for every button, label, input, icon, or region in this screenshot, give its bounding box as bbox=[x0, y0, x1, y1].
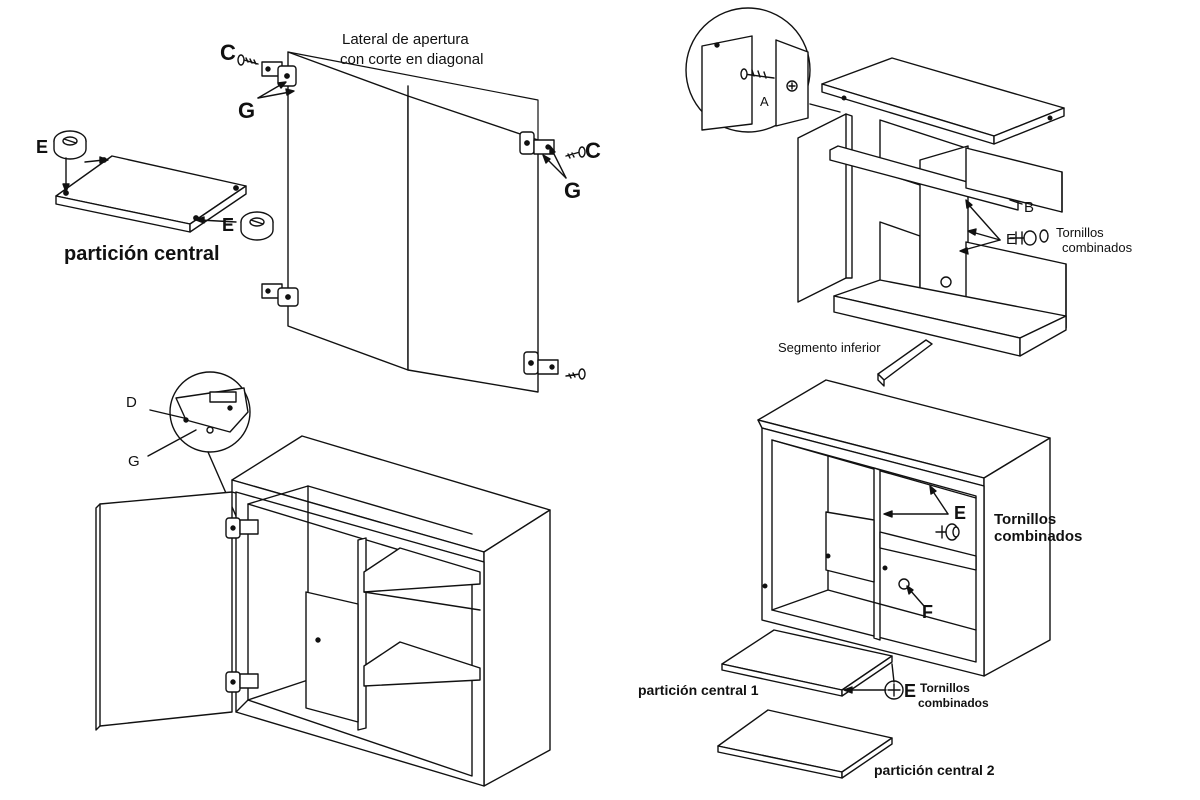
hinge-bottom-left bbox=[261, 283, 299, 307]
label-c-right: C bbox=[585, 138, 601, 163]
cam-lock-fitting-right bbox=[240, 211, 274, 241]
combo-screw-top-right bbox=[1009, 229, 1049, 246]
label-c-top: C bbox=[220, 40, 236, 65]
combo-screw-shelf bbox=[884, 680, 904, 700]
label-e-shelf: E bbox=[904, 681, 917, 701]
label-a: A bbox=[760, 94, 769, 109]
tornillos-combinados-1-line1: Tornillos bbox=[1056, 225, 1104, 240]
screw-bottom-right bbox=[565, 368, 586, 380]
particion-central-2-label: partición central 2 bbox=[874, 762, 995, 778]
tornillos-combinados-2-line1: Tornillos bbox=[994, 511, 1057, 528]
hinge-bottom-right bbox=[523, 351, 559, 375]
particion-central-2-panel bbox=[717, 709, 893, 779]
detail-circle-a bbox=[685, 7, 811, 133]
lateral-apertura-line2: con corte en diagonal bbox=[340, 51, 484, 68]
door-left bbox=[287, 51, 409, 371]
label-g-right: G bbox=[564, 178, 582, 203]
label-e-cabinet: E bbox=[954, 503, 967, 523]
label-e-panel: E bbox=[1006, 231, 1017, 248]
door-right bbox=[407, 95, 539, 393]
tornillos-combinados-1-line2: combinados bbox=[1062, 240, 1133, 255]
assembled-cabinet-right bbox=[757, 379, 1051, 677]
label-f: F bbox=[922, 602, 933, 622]
label-g-bottom: G bbox=[128, 453, 140, 470]
tornillos-combinados-2-line2: combinados bbox=[994, 528, 1083, 545]
hole-cabinet-back bbox=[940, 276, 952, 288]
cam-lock-fitting-left bbox=[53, 130, 87, 160]
screw-c-top bbox=[237, 54, 259, 66]
cabinet-bottom-exploded bbox=[833, 279, 1067, 357]
hinge-top-right bbox=[519, 131, 555, 155]
combo-screw-cabinet bbox=[935, 523, 960, 541]
tornillos-combinados-3-line1: Tornillos bbox=[920, 681, 970, 695]
particion-central-1-panel bbox=[721, 629, 893, 697]
cabinet-top-panel-exploded bbox=[821, 57, 1065, 145]
detail-circle-d bbox=[169, 371, 251, 453]
arrow-e-mid bbox=[199, 219, 237, 223]
label-g-top: G bbox=[238, 98, 256, 123]
lateral-apertura-line1: Lateral de apertura bbox=[342, 31, 469, 48]
label-e-left: E bbox=[36, 137, 49, 157]
label-b: B bbox=[1024, 199, 1035, 216]
tornillos-combinados-3-line2: combinados bbox=[918, 696, 989, 710]
particion-central-1-label: partición central 1 bbox=[638, 682, 759, 698]
label-e-mid: E bbox=[222, 215, 235, 235]
hinge-cabinet-bottom bbox=[225, 671, 259, 693]
label-d: D bbox=[126, 394, 137, 411]
central-partition-panel bbox=[55, 155, 247, 233]
segmento-inferior-label: Segmento inferior bbox=[778, 340, 881, 355]
open-door-left bbox=[95, 491, 233, 731]
hinge-cabinet-top bbox=[225, 517, 259, 539]
cabinet-left-side-exploded bbox=[797, 113, 853, 303]
screw-c-right bbox=[565, 146, 586, 159]
particion-central-label: partición central bbox=[64, 243, 220, 265]
hinge-top-left bbox=[261, 61, 297, 87]
assembled-cabinet-left bbox=[231, 435, 551, 787]
segmento-inferior-rail bbox=[877, 339, 933, 387]
